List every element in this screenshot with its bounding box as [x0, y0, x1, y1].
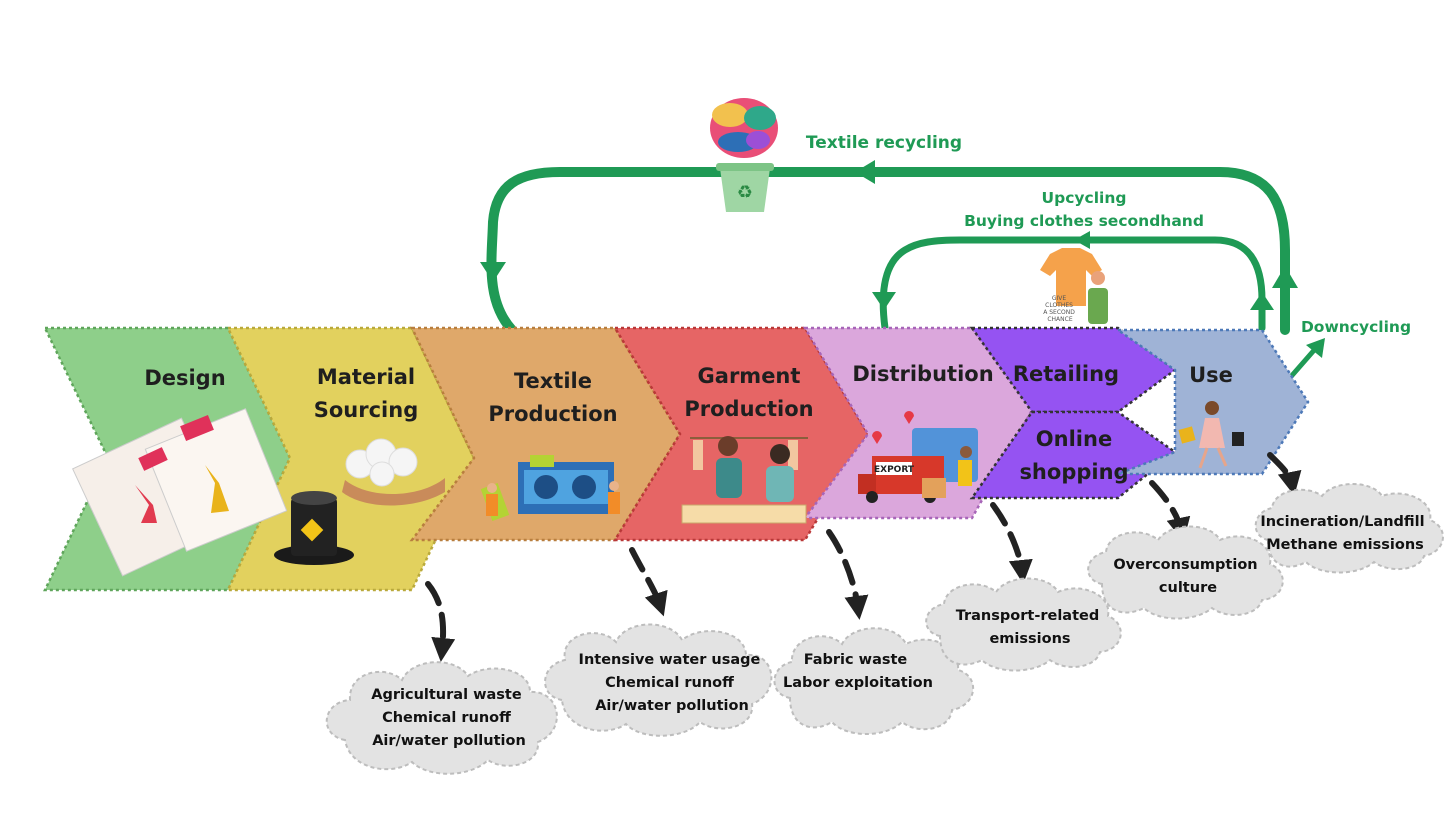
svg-text:♻: ♻ [737, 182, 753, 203]
loop-label-recycling: Textile recycling [806, 133, 962, 153]
impact-cloud-texts: Agricultural waste Chemical runoff Air/w… [371, 514, 1429, 749]
chevron-retailing[interactable] [969, 326, 1178, 414]
impact-text-material: Agricultural waste Chemical runoff Air/w… [371, 687, 526, 749]
shopper-icon [1178, 401, 1244, 469]
textile-machine-icon [480, 455, 620, 522]
stage-title-use: Use [1189, 363, 1233, 387]
fashion-sketch-icon [72, 408, 288, 577]
impact-arrow-garment [826, 529, 869, 620]
impact-arrow-distribution [990, 502, 1033, 584]
impact-text-textile: Intensive water usage Chemical runoff Ai… [579, 652, 766, 714]
impact-text-retail: Overconsumption culture [1113, 557, 1262, 596]
downcycling-arrow [1285, 338, 1325, 383]
chevron-garment[interactable] [612, 326, 870, 542]
recycling-loop [480, 160, 1298, 335]
impact-arrows [425, 452, 1302, 662]
impact-text-garment: Fabric waste Labor exploitation [783, 652, 933, 691]
recycling-arrowhead-down [480, 262, 506, 282]
stage-title-retailing: Retailing [1013, 362, 1119, 386]
impact-arrow-use [1267, 452, 1302, 496]
secondhand-clothes-icon: GIVE CLOTHES A SECOND CHANCE [1040, 248, 1108, 324]
upcycling-arrowhead-down [872, 292, 896, 310]
recycling-arrowhead-up [1272, 266, 1298, 288]
oil-barrel-icon [274, 491, 354, 565]
cloud-material [325, 661, 558, 775]
impact-arrow-material [425, 581, 456, 662]
impact-arrow-retail [1149, 480, 1191, 542]
cloud-retail [1087, 525, 1284, 620]
cloud-garment [773, 627, 975, 735]
chevron-online[interactable] [969, 410, 1178, 500]
upcycling-arrowhead-up [1250, 292, 1274, 310]
garment-workers-icon [681, 436, 808, 524]
stage-title-design: Design [144, 366, 225, 390]
upcycling-loop [872, 231, 1274, 332]
impact-text-distribution: Transport-related emissions [956, 608, 1105, 647]
cloud-textile [544, 623, 773, 737]
recycle-bin-icon: ♻ [710, 98, 778, 212]
cotton-hand-icon [342, 438, 445, 506]
svg-text:EXPORT: EXPORT [874, 465, 915, 475]
loop-label-downcycling: Downcycling [1301, 318, 1411, 336]
loop-label-upcycling: Upcycling [1042, 189, 1127, 207]
cloud-use [1254, 483, 1444, 574]
export-truck-icon: EXPORT [858, 411, 978, 503]
loop-label-secondhand: Buying clothes secondhand [964, 212, 1204, 230]
svg-text:GIVE CLOTHES A SEC: GIVE CLOTHES A SECOND CHANCE [1043, 295, 1077, 323]
cloud-distribution [925, 577, 1122, 672]
impact-text-use: Incineration/Landfill Methane emissions [1260, 514, 1429, 553]
upcycling-arrowhead-left [1074, 231, 1090, 249]
impact-clouds [325, 483, 1444, 775]
impact-arrow-textile [629, 547, 668, 617]
stage-title-distribution: Distribution [852, 362, 993, 386]
recycling-arrowhead-left [855, 160, 875, 184]
